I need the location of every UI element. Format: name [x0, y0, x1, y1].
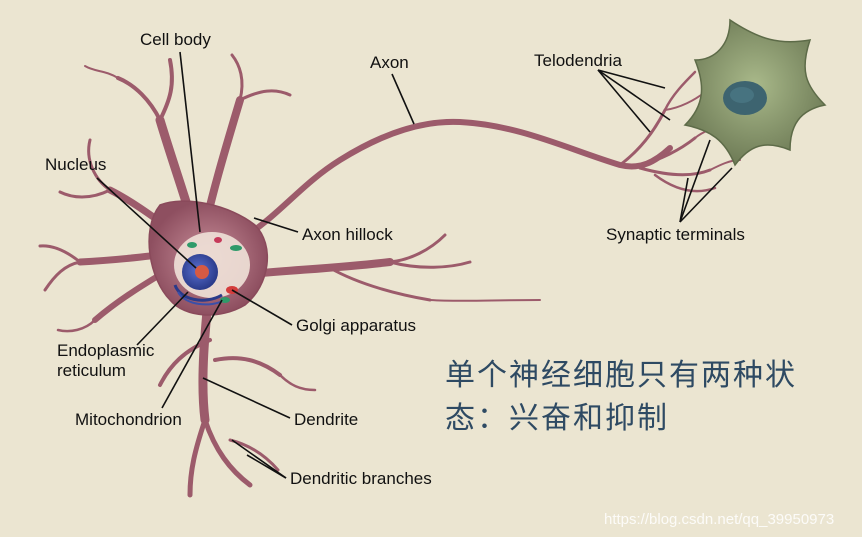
watermark: https://blog.csdn.net/qq_39950973 [604, 511, 834, 528]
label-mitochondrion: Mitochondrion [75, 410, 182, 429]
label-endoplasmic-line1: Endoplasmic [57, 341, 155, 360]
leader-axon [391, 73, 415, 125]
leader-synaptic-3 [679, 177, 689, 223]
label-axon-hillock: Axon hillock [302, 225, 393, 244]
leader-dendritic-branches-2 [246, 454, 287, 479]
leader-synaptic-1 [679, 139, 711, 223]
label-axon: Axon [370, 53, 409, 72]
leader-axon-hillock [253, 217, 299, 233]
label-dendrite: Dendrite [294, 410, 358, 429]
cell-body [148, 200, 268, 316]
target-cell [683, 18, 827, 167]
leader-dendrite [202, 377, 291, 419]
caption-line1: 单个神经细胞只有两种状 [445, 358, 797, 393]
leader-endoplasmic [136, 291, 189, 346]
label-dendritic-branches: Dendritic branches [290, 469, 432, 488]
label-synaptic-terminals: Synaptic terminals [606, 225, 745, 244]
leader-golgi [231, 289, 293, 326]
caption-line2: 态：兴奋和抑制 [445, 401, 669, 436]
leader-nucleus [96, 177, 197, 269]
leader-dendritic-branches-1 [231, 439, 287, 479]
leader-synaptic-2 [679, 167, 733, 223]
label-endoplasmic-line2: reticulum [57, 361, 126, 380]
label-cell-body: Cell body [140, 30, 211, 49]
leader-telodendria-3 [597, 69, 651, 133]
leader-lines [96, 51, 733, 479]
leader-telodendria-1 [597, 69, 666, 89]
label-nucleus: Nucleus [45, 155, 106, 174]
leader-mitochondrion [161, 299, 223, 409]
label-telodendria: Telodendria [534, 51, 622, 70]
leader-telodendria-2 [597, 69, 671, 121]
label-golgi-apparatus: Golgi apparatus [296, 316, 416, 335]
leader-cell-body [179, 51, 201, 233]
